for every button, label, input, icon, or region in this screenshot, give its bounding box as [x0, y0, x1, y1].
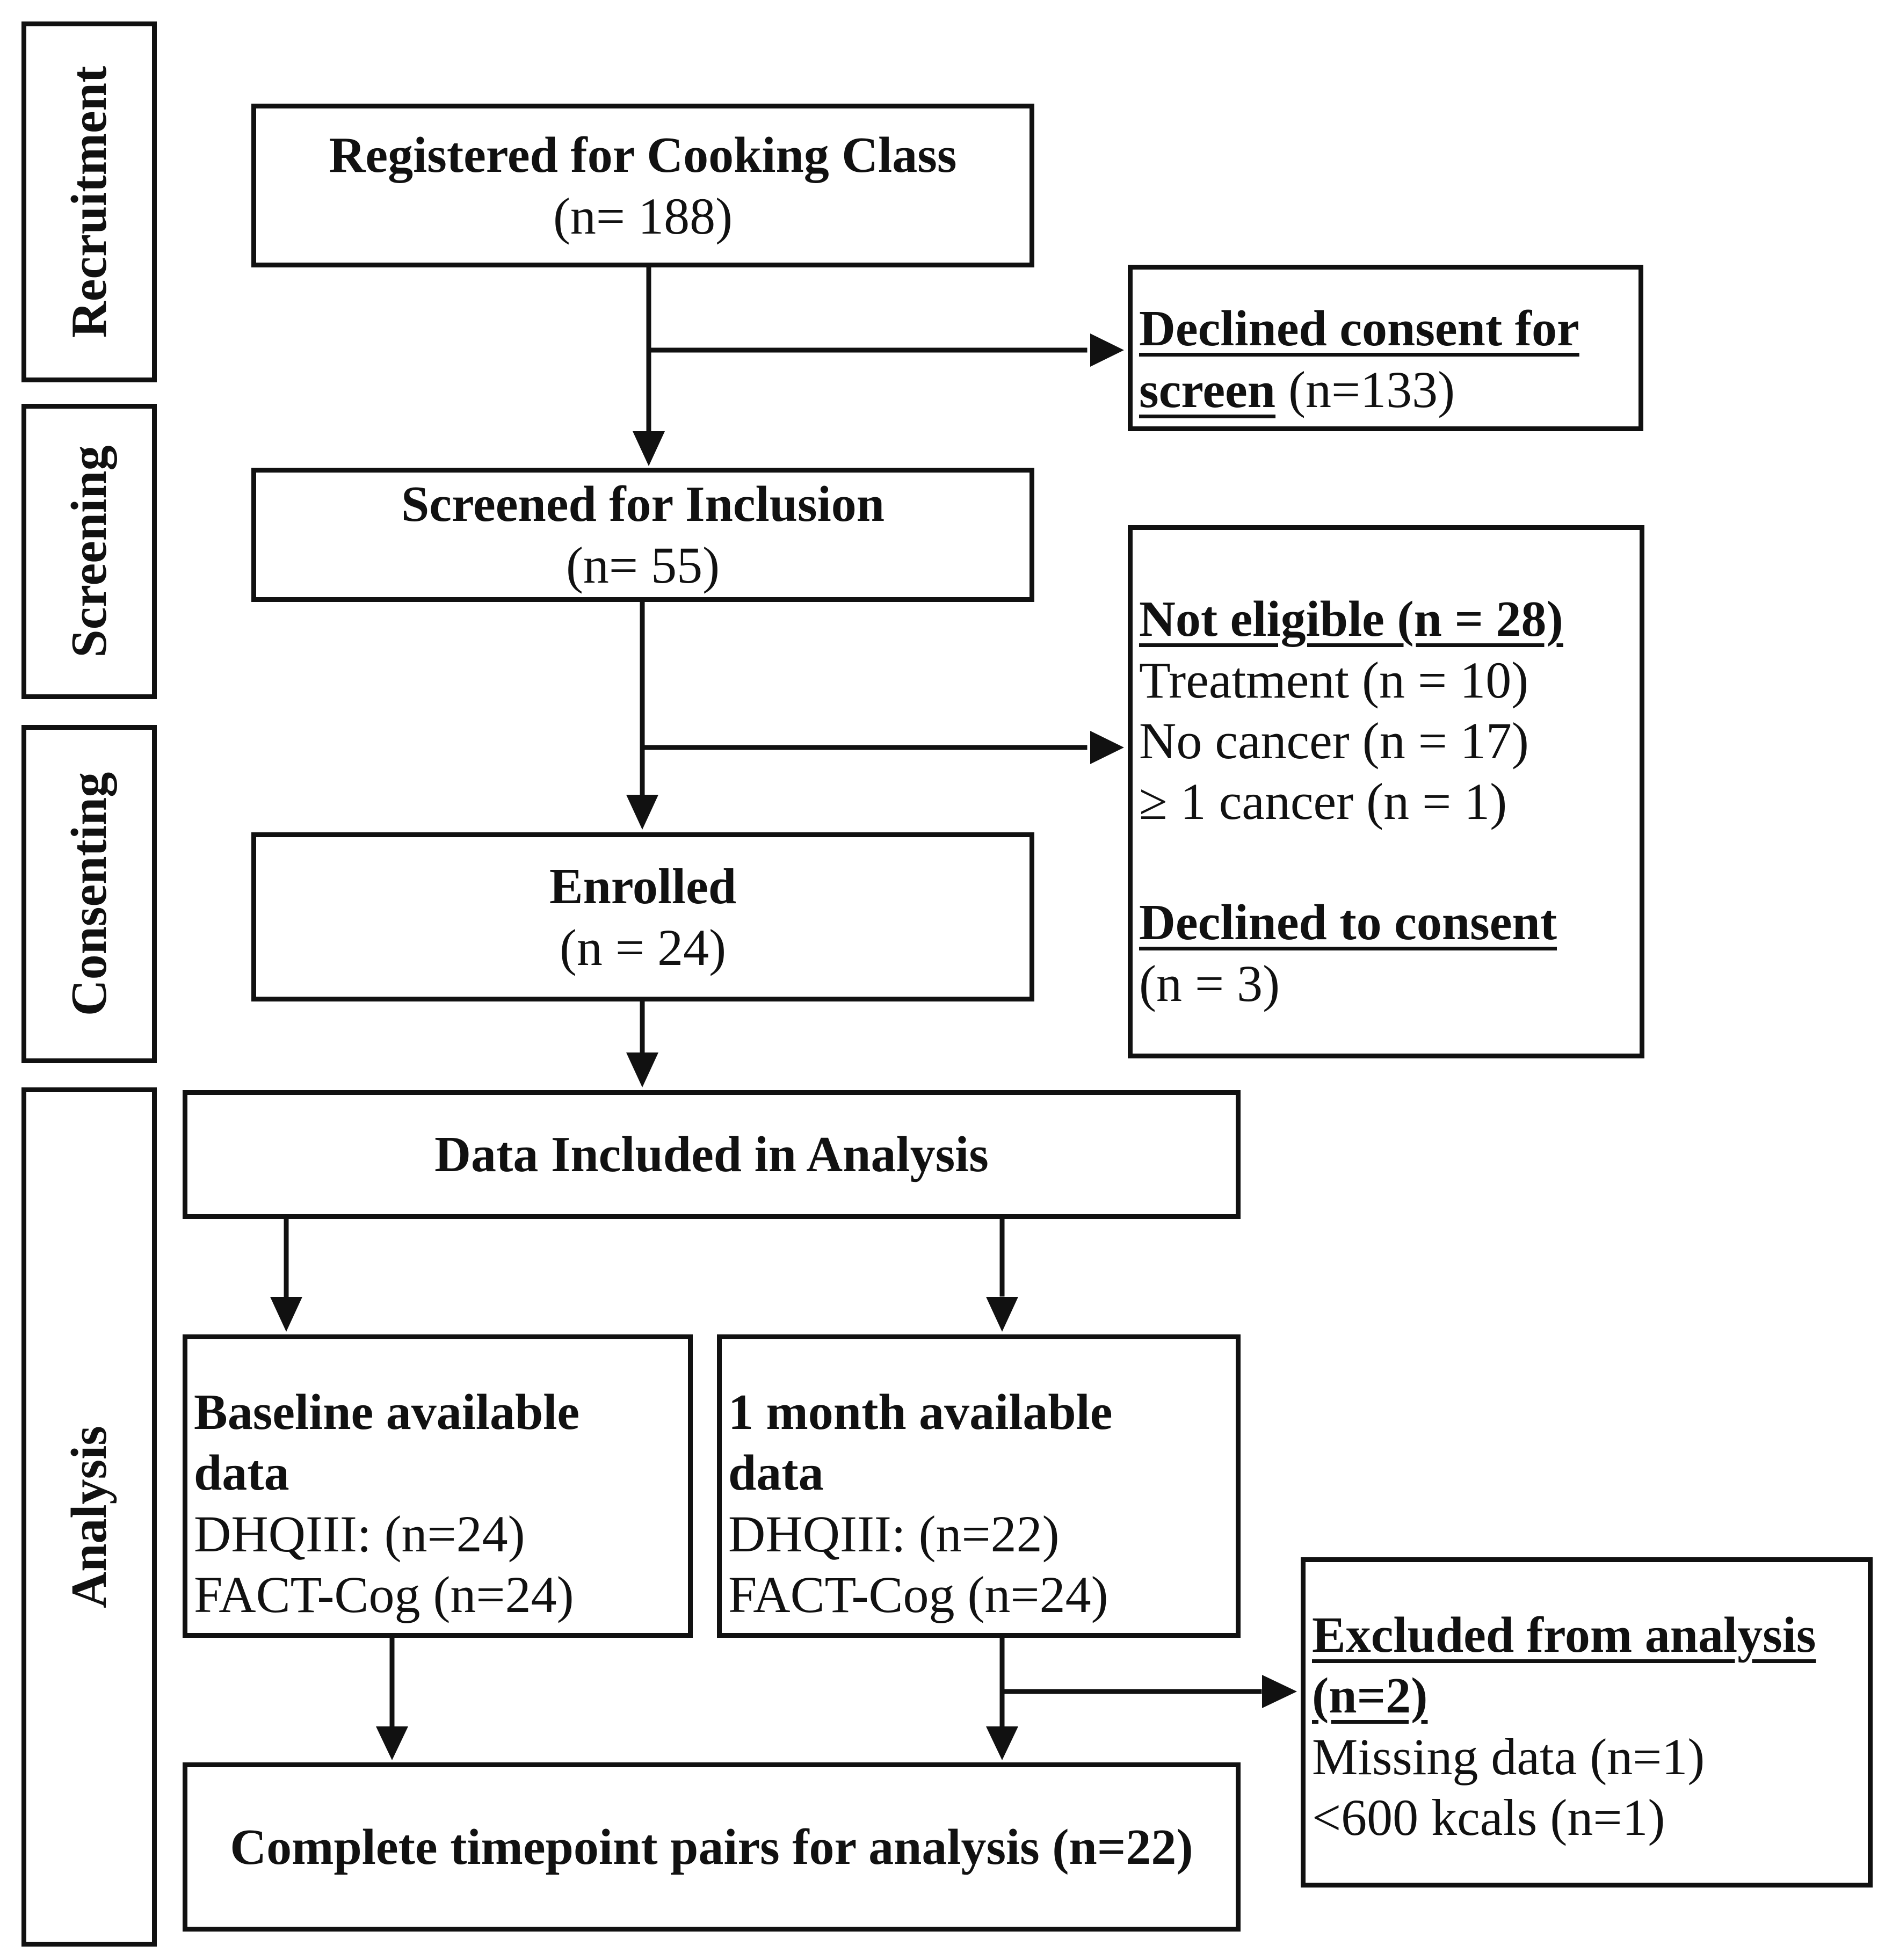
arrowhead-to-baseline — [270, 1297, 302, 1332]
arrowhead-month1-to-complete — [986, 1726, 1018, 1760]
complete-title: Complete timepoint pairs for analysis (n… — [230, 1819, 1193, 1875]
baseline-dhq: DHQIII: (n=24) — [194, 1505, 525, 1563]
excluded-box: Excluded from analysis (n=2) Missing dat… — [1301, 1557, 1873, 1888]
arrowhead-to-data-included — [626, 1052, 658, 1087]
arrowhead-to-month1 — [986, 1297, 1018, 1332]
declined-screen-line2-bold: screen — [1139, 362, 1276, 418]
arrowhead-to-not-eligible — [1090, 731, 1124, 764]
stage-recruitment: Recruitment — [21, 21, 157, 382]
enrolled-count: (n = 24) — [559, 918, 727, 976]
baseline-title-line1: Baseline available — [194, 1384, 580, 1440]
declined-consent-header: Declined to consent — [1139, 895, 1557, 950]
declined-screen-line2-rest: (n=133) — [1275, 361, 1455, 418]
registered-title: Registered for Cooking Class — [329, 127, 957, 183]
month1-title-line1: 1 month available — [728, 1384, 1113, 1440]
arrowhead-to-enrolled — [626, 795, 658, 830]
excluded-header-line2: (n=2) — [1312, 1668, 1428, 1724]
stage-consenting: Consenting — [21, 725, 157, 1063]
stage-analysis: Analysis — [21, 1087, 157, 1947]
data-included-title: Data Included in Analysis — [434, 1127, 989, 1182]
declined-consent-count: (n = 3) — [1139, 955, 1280, 1012]
baseline-box: Baseline available data DHQIII: (n=24) F… — [183, 1334, 693, 1638]
not-eligible-header: Not eligible (n = 28) — [1139, 591, 1563, 647]
arrowhead-to-excluded — [1262, 1675, 1297, 1708]
complete-box: Complete timepoint pairs for analysis (n… — [183, 1762, 1241, 1932]
data-included-box: Data Included in Analysis — [183, 1090, 1241, 1219]
excluded-item: Missing data (n=1) — [1312, 1728, 1705, 1785]
screened-count: (n= 55) — [566, 536, 720, 594]
month1-fact: FACT-Cog (n=24) — [728, 1566, 1108, 1623]
declined-screen-box-inner: Declined consent for screen (n=133) — [1128, 265, 1643, 431]
month1-title-line2: data — [728, 1445, 824, 1501]
declined-screen-line1: Declined consent for — [1139, 301, 1579, 357]
registered-box: Registered for Cooking Class (n= 188) — [251, 104, 1034, 267]
baseline-fact: FACT-Cog (n=24) — [194, 1566, 574, 1623]
excluded-item: <600 kcals (n=1) — [1312, 1789, 1665, 1846]
stage-screening: Screening — [21, 404, 157, 699]
enrolled-title: Enrolled — [549, 858, 737, 914]
arrowhead-baseline-to-complete — [376, 1726, 408, 1760]
month1-dhq: DHQIII: (n=22) — [728, 1505, 1060, 1563]
not-eligible-box: Not eligible (n = 28) Treatment (n = 10)… — [1128, 525, 1644, 1058]
screened-title: Screened for Inclusion — [401, 476, 885, 532]
month1-box: 1 month available data DHQIII: (n=22) FA… — [717, 1334, 1241, 1638]
enrolled-box: Enrolled (n = 24) — [251, 832, 1034, 1001]
not-eligible-item: ≥ 1 cancer (n = 1) — [1139, 773, 1507, 830]
excluded-header-line1: Excluded from analysis — [1312, 1607, 1816, 1663]
not-eligible-item: Treatment (n = 10) — [1139, 651, 1529, 709]
baseline-title-line2: data — [194, 1445, 289, 1501]
arrowhead-to-declined-screen — [1090, 333, 1124, 367]
arrowhead-to-screened — [633, 431, 665, 466]
not-eligible-item: No cancer (n = 17) — [1139, 712, 1529, 770]
registered-count: (n= 188) — [553, 187, 733, 245]
